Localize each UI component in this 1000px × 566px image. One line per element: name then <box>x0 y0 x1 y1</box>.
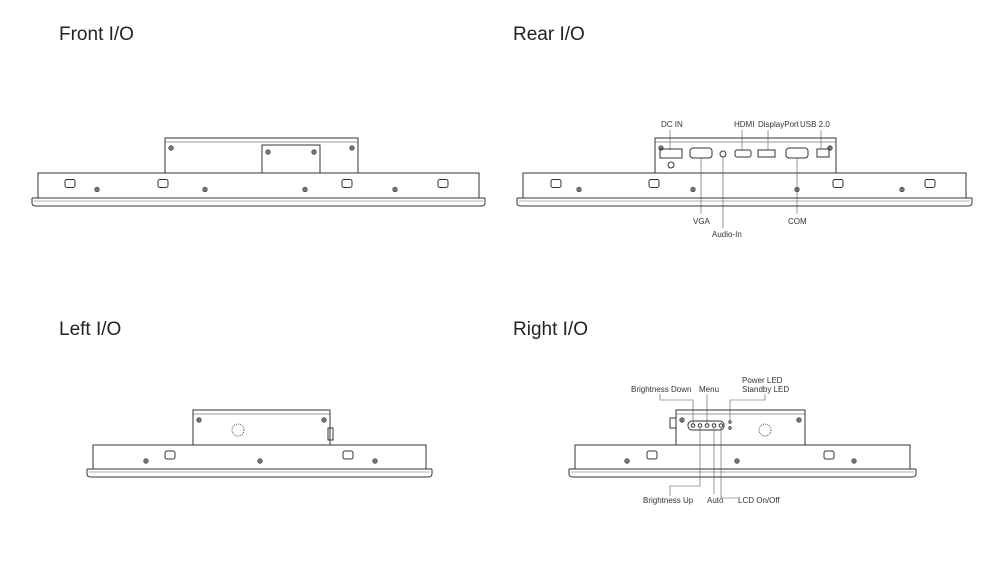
dc-in-port-icon <box>659 148 683 159</box>
screw-icon <box>265 149 271 155</box>
mount-slot-icon <box>157 179 169 188</box>
label-auto: Auto <box>707 496 724 505</box>
osd-button-icon <box>690 423 696 428</box>
panel-body <box>37 172 480 199</box>
label-vga: VGA <box>693 217 710 226</box>
mount-slot-icon <box>437 179 449 188</box>
com-port-icon <box>785 147 809 159</box>
screw-icon <box>302 186 308 193</box>
label-audio-in: Audio-In <box>712 230 742 239</box>
io-enclosure <box>675 409 806 446</box>
panel-body <box>92 444 427 470</box>
label-brightness-up: Brightness Up <box>643 496 694 505</box>
callout-line <box>659 394 694 423</box>
front-io-title: Front I/O <box>59 24 134 45</box>
access-panel <box>261 144 321 174</box>
io-enclosure <box>192 409 331 446</box>
label-hdmi: HDMI <box>734 120 755 129</box>
hdmi-port-icon <box>734 149 752 158</box>
speaker-grille-icon <box>758 423 772 437</box>
osd-button-icon <box>697 423 703 428</box>
screw-icon <box>143 458 149 464</box>
callout-line <box>729 394 766 420</box>
mount-slot-icon <box>648 179 660 188</box>
right-io-title: Right I/O <box>513 319 588 340</box>
osd-button-icon <box>704 423 710 428</box>
screw-icon <box>257 458 263 464</box>
displayport-port-icon <box>757 149 776 158</box>
screw-icon <box>658 145 664 151</box>
mount-slot-icon <box>342 450 354 460</box>
mount-slot-icon <box>832 179 844 188</box>
label-dc-in: DC IN <box>661 120 683 129</box>
osd-button-icon <box>711 423 717 428</box>
screw-icon <box>576 186 582 193</box>
osd-button-icon <box>718 423 724 428</box>
screw-icon <box>796 417 802 423</box>
callout-line <box>669 428 701 496</box>
panel-body <box>574 444 911 470</box>
screw-icon <box>679 417 685 423</box>
label-displayport: DisplayPort <box>758 120 799 129</box>
screw-icon <box>624 458 630 464</box>
mount-slot-icon <box>823 450 835 460</box>
label-standby-led: Standby LED <box>742 385 790 394</box>
usb-port-icon <box>816 148 830 158</box>
mount-slot-icon <box>341 179 353 188</box>
vga-port-icon <box>689 147 713 159</box>
mount-slot-icon <box>646 450 658 460</box>
panel-bezel <box>31 198 486 207</box>
screw-icon <box>827 145 833 151</box>
screw-icon <box>734 458 740 464</box>
side-connector <box>327 427 334 441</box>
label-brightness-down: Brightness Down <box>631 385 692 394</box>
screw-icon <box>349 145 355 151</box>
mount-slot-icon <box>164 450 176 460</box>
audio-in-port-icon <box>719 150 727 158</box>
rear-io-title: Rear I/O <box>513 24 585 45</box>
left-io-title: Left I/O <box>59 319 122 340</box>
screw-icon <box>321 417 327 423</box>
mount-slot-icon <box>550 179 562 188</box>
screw-icon <box>311 149 317 155</box>
label-usb: USB 2.0 <box>800 120 830 129</box>
screw-icon <box>690 186 696 193</box>
screw-icon <box>168 145 174 151</box>
dc-in-screw <box>667 161 675 169</box>
screw-icon <box>94 186 100 193</box>
screw-icon <box>202 186 208 193</box>
panel-body <box>522 172 967 199</box>
panel-bezel <box>568 469 917 478</box>
speaker-grille-icon <box>231 423 245 437</box>
screw-icon <box>851 458 857 464</box>
label-com: COM <box>788 217 807 226</box>
mount-slot-icon <box>64 179 76 188</box>
panel-bezel <box>86 469 433 478</box>
label-power-led: Power LED <box>742 376 783 385</box>
osd-button-bar <box>687 420 725 431</box>
screw-icon <box>196 417 202 423</box>
label-lcd-onoff: LCD On/Off <box>738 496 780 505</box>
screw-icon <box>392 186 398 193</box>
panel-bezel <box>516 198 973 207</box>
standby-led-icon <box>728 426 732 430</box>
callout-line <box>720 428 738 499</box>
screw-icon <box>372 458 378 464</box>
mount-slot-icon <box>924 179 936 188</box>
screw-icon <box>899 186 905 193</box>
label-menu: Menu <box>699 385 720 394</box>
side-connector <box>669 417 677 429</box>
power-led-icon <box>728 420 732 424</box>
